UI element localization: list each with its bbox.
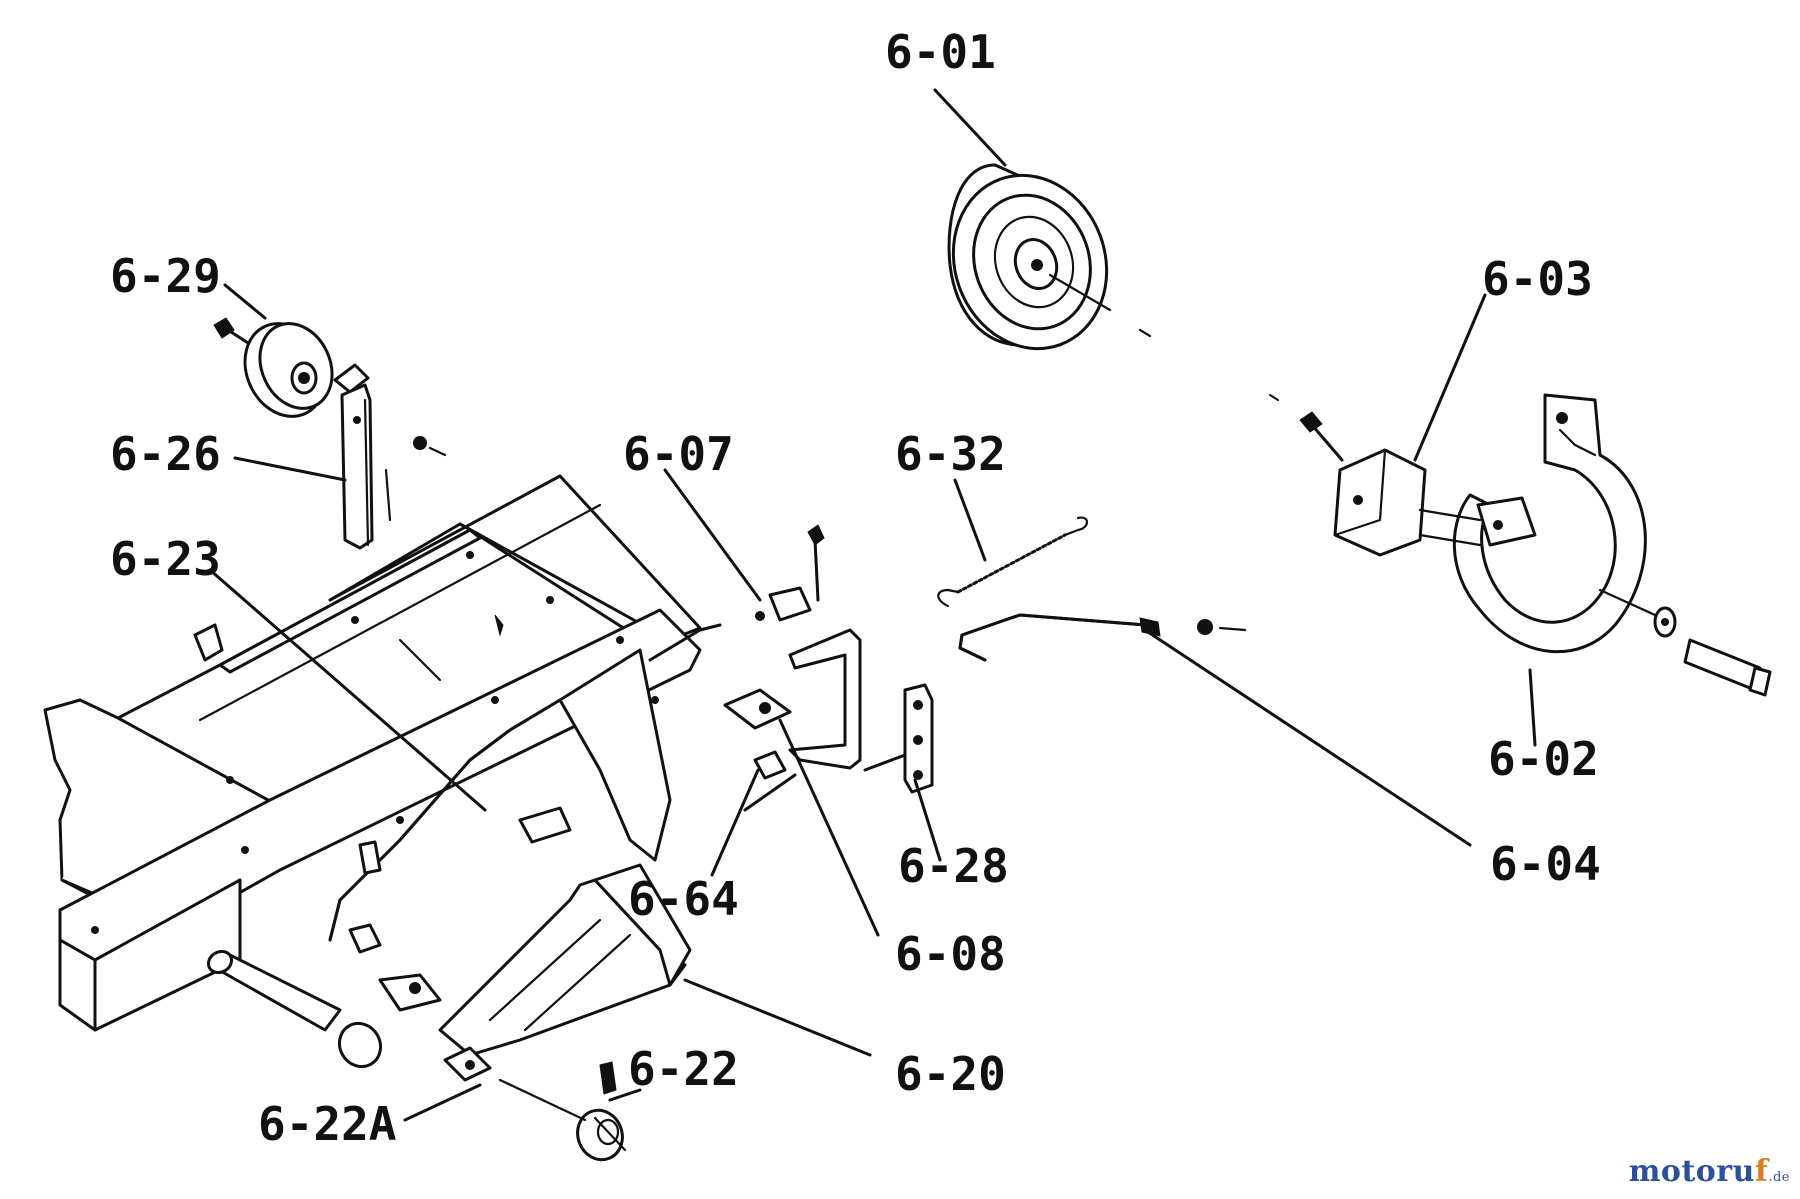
pedal-arm-6-20 — [438, 863, 692, 1057]
idler-bracket-6-26 — [340, 383, 447, 550]
watermark-suffix: .de — [1768, 1170, 1790, 1185]
label-6-28: 6-28 — [898, 839, 1009, 893]
leader-lines — [208, 88, 1537, 1122]
spring-6-32 — [937, 516, 1089, 608]
collar-6-22 — [498, 1061, 627, 1162]
label-6-01: 6-01 — [885, 25, 996, 79]
label-6-64: 6-64 — [628, 872, 739, 926]
label-6-29: 6-29 — [110, 249, 221, 303]
brake-band-6-02 — [1452, 393, 1647, 654]
cross-shaft — [206, 923, 492, 1082]
label-6-22a: 6-22A — [258, 1097, 396, 1151]
watermark-accent: f — [1754, 1154, 1769, 1189]
lever-6-07 — [648, 524, 862, 812]
motoruf-watermark: motoruf.de — [1629, 1154, 1790, 1189]
label-6-26: 6-26 — [110, 427, 221, 481]
idler-pulley-6-29 — [213, 317, 370, 418]
label-6-07: 6-07 — [623, 427, 734, 481]
label-6-08: 6-08 — [895, 927, 1006, 981]
bracket-6-28 — [863, 683, 934, 794]
label-6-20: 6-20 — [895, 1047, 1006, 1101]
brake-block-6-03 — [1333, 448, 1482, 557]
label-6-22: 6-22 — [628, 1042, 739, 1096]
label-6-03: 6-03 — [1482, 252, 1593, 306]
watermark-main: motoru — [1628, 1154, 1755, 1189]
label-6-32: 6-32 — [895, 427, 1006, 481]
label-6-23: 6-23 — [110, 532, 221, 586]
rod-link — [328, 698, 572, 942]
label-6-02: 6-02 — [1488, 732, 1599, 786]
brake-rod-6-04 — [958, 613, 1247, 662]
pulley-6-01 — [947, 163, 1152, 351]
label-6-04: 6-04 — [1490, 837, 1601, 891]
brake-bolts — [1268, 393, 1772, 697]
